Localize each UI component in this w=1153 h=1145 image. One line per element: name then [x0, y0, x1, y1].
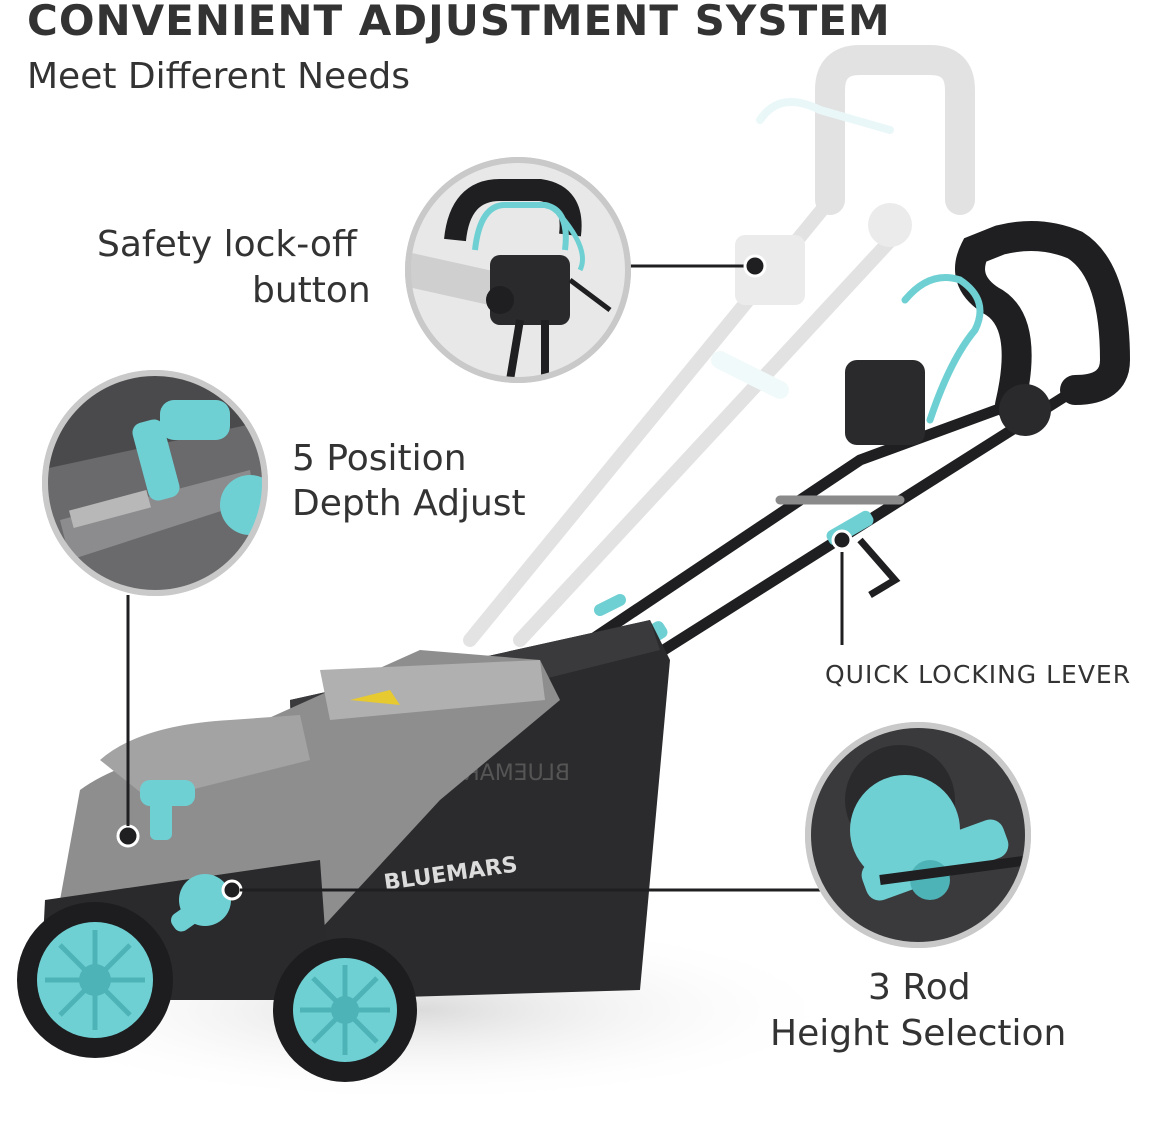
rod-label-line1: 3 Rod [868, 967, 971, 1008]
safety-label-line2: button [252, 270, 371, 311]
page-title: CONVENIENT ADJUSTMENT SYSTEM [27, 0, 891, 45]
safety-label-line1: Safety lock-off [97, 224, 357, 265]
depth-label-line2: Depth Adjust [292, 483, 526, 524]
front-wheel [17, 902, 173, 1058]
detail-depth-adjust [42, 370, 268, 596]
rod-label-line2: Height Selection [770, 1013, 1067, 1054]
depth-label-line1: 5 Position [292, 438, 467, 479]
page-subtitle: Meet Different Needs [27, 56, 410, 97]
ghost-handle [463, 45, 975, 647]
detail-safety-lock [405, 157, 631, 383]
switch-box [845, 360, 925, 445]
detail-height-selection [805, 722, 1031, 948]
rod-callout-dot [221, 879, 243, 901]
mower-deck [60, 650, 560, 955]
rear-wheel [273, 938, 417, 1082]
quick-lock-label: QUICK LOCKING LEVER [825, 660, 1132, 689]
handle-knob [999, 384, 1051, 436]
safety-callout-dot [743, 254, 767, 278]
depth-callout-dot [116, 824, 140, 848]
quick-lock-callout-dot [831, 529, 853, 551]
